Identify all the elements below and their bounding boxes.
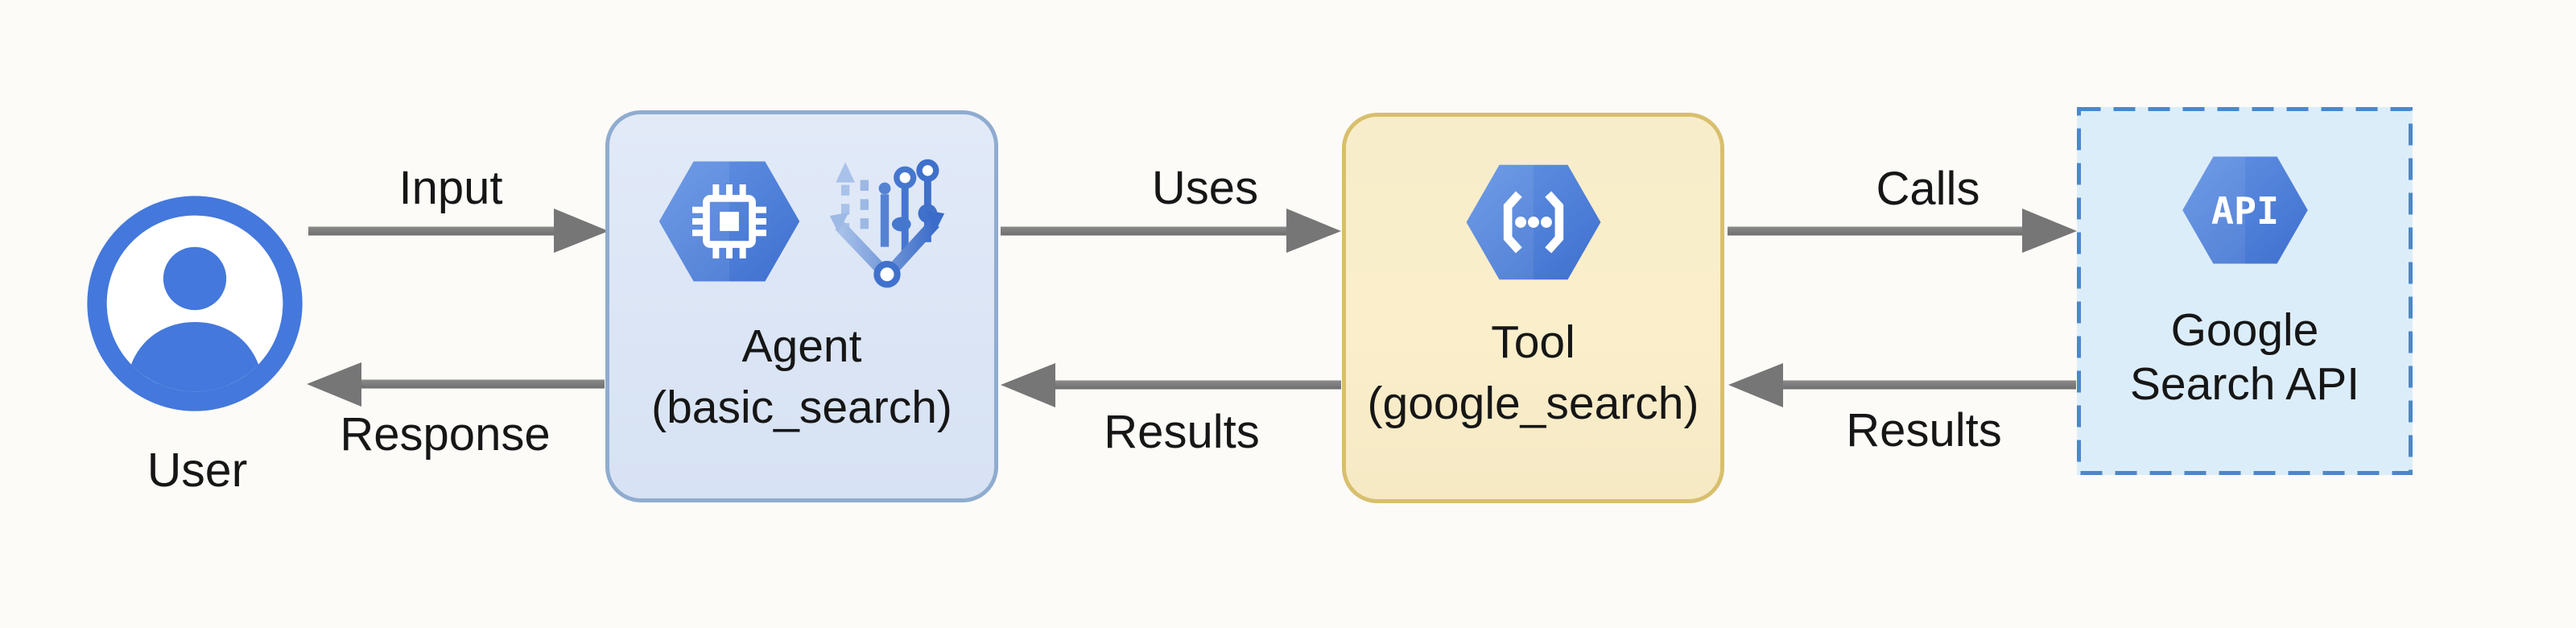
edge-label-response: Response: [340, 408, 551, 461]
agent-node: Agent (basic_search): [605, 110, 998, 502]
arrow-uses: [1001, 209, 1341, 253]
api-dashed-border: [2077, 107, 2413, 475]
edge-label-input: Input: [398, 162, 503, 214]
api-title: Google: [2170, 304, 2319, 356]
arrow-response: [307, 362, 605, 407]
api-subtitle: Search API: [2129, 358, 2360, 410]
arrow-calls: [1728, 209, 2077, 253]
tool-subtitle: (google_search): [1367, 378, 1699, 429]
arrow-results-api-tool: [1728, 363, 2076, 407]
ai-chip-hexagon-icon: [658, 161, 800, 282]
tool-icon-row: [1463, 159, 1604, 286]
arrow-input: [308, 209, 609, 253]
agent-icon-row: [655, 156, 948, 290]
api-text: Google Search API: [2130, 304, 2359, 411]
edge-label-results-mid: Results: [1104, 406, 1260, 458]
tool-node: Tool (google_search): [1342, 113, 1724, 503]
tool-text: Tool (google_search): [1368, 312, 1699, 434]
agent-text: Agent (basic_search): [651, 316, 952, 438]
vertex-branch-icon: [829, 159, 945, 288]
edge-label-uses: Uses: [1151, 162, 1259, 214]
edge-label-results-right: Results: [1846, 404, 2002, 457]
arrow-results-tool-agent: [1001, 363, 1341, 407]
api-icon-row: API: [2179, 149, 2311, 271]
api-node: API Google Search API: [2077, 107, 2413, 475]
user-icon: [87, 196, 303, 411]
user-label: User: [147, 444, 248, 497]
agent-title: Agent: [741, 320, 862, 372]
agent-subtitle: (basic_search): [651, 382, 952, 433]
tool-title: Tool: [1491, 316, 1575, 368]
api-icon-text: API: [2211, 190, 2278, 233]
edge-label-calls: Calls: [1876, 163, 1980, 215]
api-hexagon-icon: API: [2182, 156, 2308, 264]
code-brackets-hexagon-icon: [1466, 164, 1600, 280]
user-node: [86, 195, 303, 416]
